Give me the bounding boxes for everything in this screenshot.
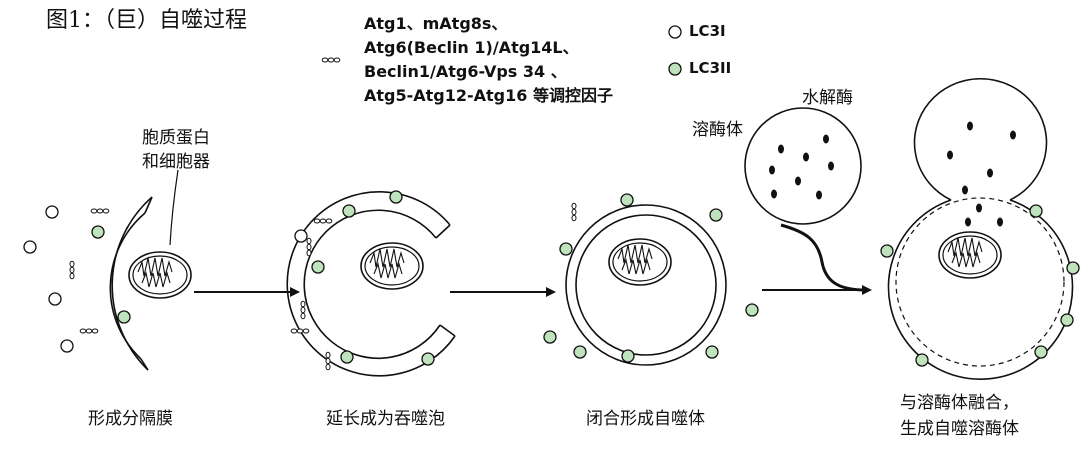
legend-lc3ii-icon: [668, 62, 682, 76]
factor-line-1: Atg1、mAtg8s、: [364, 14, 508, 33]
stage-4-autolysosome: [880, 78, 1080, 380]
stage-3-autophagosome: [543, 193, 759, 366]
mitochondrion-1: [128, 251, 192, 299]
lysosome-path-arrow: [780, 223, 867, 292]
label-lysosome: 溶酶体: [692, 120, 743, 140]
factor-line-3: Beclin1/Atg6-Vps 34 、: [364, 62, 567, 81]
legend-lc3i-icon: [668, 25, 682, 39]
figure-title: 图1：（巨）自噬过程: [46, 8, 247, 33]
caption-stage-4-line-2: 生成自噬溶酶体: [900, 419, 1019, 439]
legend-lc3i-label: LC3I: [689, 22, 726, 40]
mitochondrion-4: [938, 231, 1002, 279]
legend-lc3ii-label: LC3II: [689, 59, 732, 77]
stage-2-phagophore: [286, 190, 456, 377]
lysosome: [744, 107, 862, 225]
factor-line-4: Atg5-Atg12-Atg16 等调控因子: [364, 86, 613, 105]
regulatory-factors: Atg1、mAtg8s、 Atg6(Beclin 1)/Atg14L、 Becl…: [364, 12, 613, 108]
label-hydrolase: 水解酶: [802, 88, 853, 108]
mitochondrion-2: [360, 242, 424, 290]
stage-1-isolation-membrane: [23, 169, 192, 371]
caption-stage-4-line-1: 与溶酶体融合，: [900, 393, 1019, 413]
label-cytoplasm-line-2: 和细胞器: [142, 152, 210, 172]
triple-bead-icon: [321, 57, 341, 63]
caption-stage-3: 闭合形成自噬体: [586, 409, 705, 429]
label-cytoplasm-line-1: 胞质蛋白: [142, 128, 210, 148]
caption-stage-1: 形成分隔膜: [88, 409, 173, 429]
caption-stage-2: 延长成为吞噬泡: [326, 409, 445, 429]
factor-line-2: Atg6(Beclin 1)/Atg14L、: [364, 38, 579, 57]
mitochondrion-3: [608, 238, 672, 286]
